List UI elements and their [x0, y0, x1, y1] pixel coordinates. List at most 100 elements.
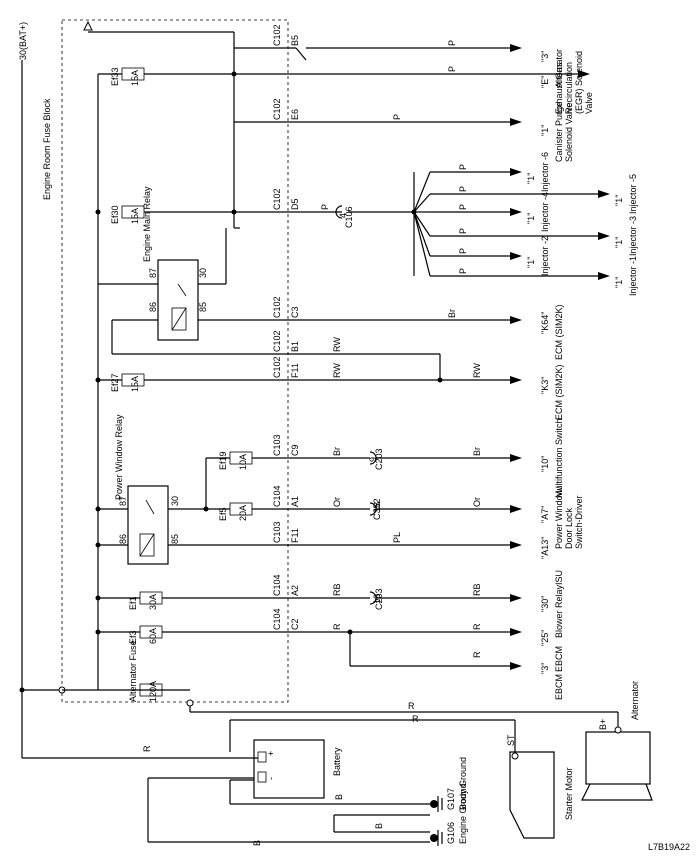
splice-c203a-pin: 9 [368, 457, 378, 462]
main-relay-name: Engine Main Relay [142, 186, 152, 262]
ground-g106 [430, 830, 443, 846]
starter-label: Starter Motor [564, 767, 574, 820]
inj-arrow-4 [510, 252, 522, 260]
row-wire-10-0: RB [332, 583, 342, 596]
row-end-1: "E" [540, 76, 550, 88]
inj-fan-3 [413, 211, 431, 237]
inj-arrow-1 [598, 190, 610, 198]
row-wire-6-0: RW [332, 363, 342, 378]
inj-fan-0 [413, 171, 431, 213]
splice-c352-pin: 18 [372, 502, 382, 512]
row-wire-8-1: Or [472, 497, 482, 507]
inj-wire-label-5: P [458, 268, 468, 274]
fuse-name-6: Ef3 [128, 630, 138, 644]
window-pin-30: 30 [170, 496, 180, 506]
fuse-rating-1: 15A [130, 208, 140, 224]
inj-dest-1: Injector -5 [628, 174, 638, 214]
inj-dest-3: Injector -3 [628, 216, 638, 256]
inj-wire-label-1: P [458, 186, 468, 192]
main-relay-coil-diag [171, 307, 187, 331]
ground-g107 [430, 796, 443, 812]
row-conn-6: C102 [272, 356, 282, 378]
splice-c203b: C203 [374, 588, 384, 610]
row-conn-7: C103 [272, 434, 282, 456]
row-dest-10: Blower Relay [554, 584, 564, 638]
egr-arrow [578, 70, 590, 78]
fuse-rating-6: 60A [148, 628, 158, 644]
g107-label: Body Ground [458, 757, 468, 810]
fuse-7 [139, 683, 163, 697]
ebcm25-arrow [510, 628, 522, 636]
window-pin-86: 86 [118, 534, 128, 544]
fuse-rating-7: 120A [148, 681, 158, 702]
splice-c203a: C203 [374, 448, 384, 470]
window-relay-name: Power Window Relay [114, 414, 124, 500]
window-pin-87: 87 [118, 496, 128, 506]
row-wire-3-0: P [320, 204, 330, 210]
main-relay-coil [171, 307, 187, 331]
battery-label: Battery [332, 747, 342, 776]
row-pin-3: D5 [290, 198, 300, 210]
row-end-11: "25" [540, 630, 550, 646]
bat-wire-r: R [142, 745, 152, 752]
main-pin-30: 30 [198, 268, 208, 278]
inj-end-3: "1" [614, 237, 624, 248]
inj-dest-0: Injector -6 [540, 152, 550, 192]
row-wire-11-1: R [472, 623, 482, 630]
g107-id: G107 [446, 788, 456, 810]
fuse-rating-2: 15A [130, 376, 140, 392]
splice-c106-pin: 4 [338, 213, 348, 218]
row-pin-2: E6 [290, 109, 300, 120]
row-dest-9: ISU [554, 570, 564, 585]
fuse-rating-3: 10A [238, 454, 248, 470]
row-wire-0-0: P [447, 40, 457, 46]
row-wire-12-0: R [472, 651, 482, 658]
row-end-10: "30" [540, 596, 550, 612]
alt3-arrow [510, 44, 522, 52]
row-wire-1-0: P [447, 66, 457, 72]
a7-arrow [510, 505, 522, 513]
row-dest-4: ECM (SIM2K) [554, 304, 564, 360]
inj-end-0: "1" [526, 173, 536, 184]
row-conn-5: C102 [272, 330, 282, 352]
power-window-relay [127, 485, 169, 565]
body-ground-b: B [334, 794, 344, 800]
canister-arrow [510, 118, 522, 126]
mfs-arrow [510, 454, 522, 462]
window-pin-85: 85 [170, 534, 180, 544]
starter-st: ST [506, 734, 516, 746]
row-wire-7-1: Br [472, 447, 482, 456]
battery-minus: - [266, 777, 276, 780]
battery [253, 739, 325, 799]
window-relay-switch [145, 499, 155, 515]
g106-id: G106 [446, 822, 456, 844]
ebcm3-arrow [510, 662, 522, 670]
row-conn-10: C104 [272, 574, 282, 596]
row-pin-6: F11 [290, 363, 300, 378]
row-conn-2: C102 [272, 98, 282, 120]
bat-text: 30(BAT+) [18, 22, 28, 60]
battery-plus: + [266, 751, 276, 756]
row-dest-6: ECM (SIM2K) [554, 364, 564, 420]
row-end-6: "K3" [540, 377, 550, 394]
inj-arrow-0 [510, 168, 522, 176]
fuse-name-2: Ef27 [110, 373, 120, 392]
row-wire-2-0: P [392, 114, 402, 120]
window-coil-diag [139, 533, 155, 557]
row-dest-0: Alternator [554, 49, 564, 88]
row-dest-12: EBCM [554, 674, 564, 700]
inj-fan-5 [413, 211, 431, 277]
diagram-id: L7B19A22 [648, 842, 690, 852]
fuse-name-0: Ef33 [110, 67, 120, 86]
inj-arrow-2 [510, 208, 522, 216]
row-wire-10-1: RB [472, 583, 482, 596]
inj-arrow-5 [598, 272, 610, 280]
row-dest-2: Canister PurgeSolenoid Valve [554, 102, 574, 162]
row-end-7: "10" [540, 456, 550, 472]
fuse-rating-0: 15A [130, 70, 140, 86]
starter-motor [509, 751, 555, 839]
row-pin-0: B5 [290, 35, 300, 46]
fuse-rating-5: 30A [148, 594, 158, 610]
row-wire-5-0: RW [332, 337, 342, 352]
